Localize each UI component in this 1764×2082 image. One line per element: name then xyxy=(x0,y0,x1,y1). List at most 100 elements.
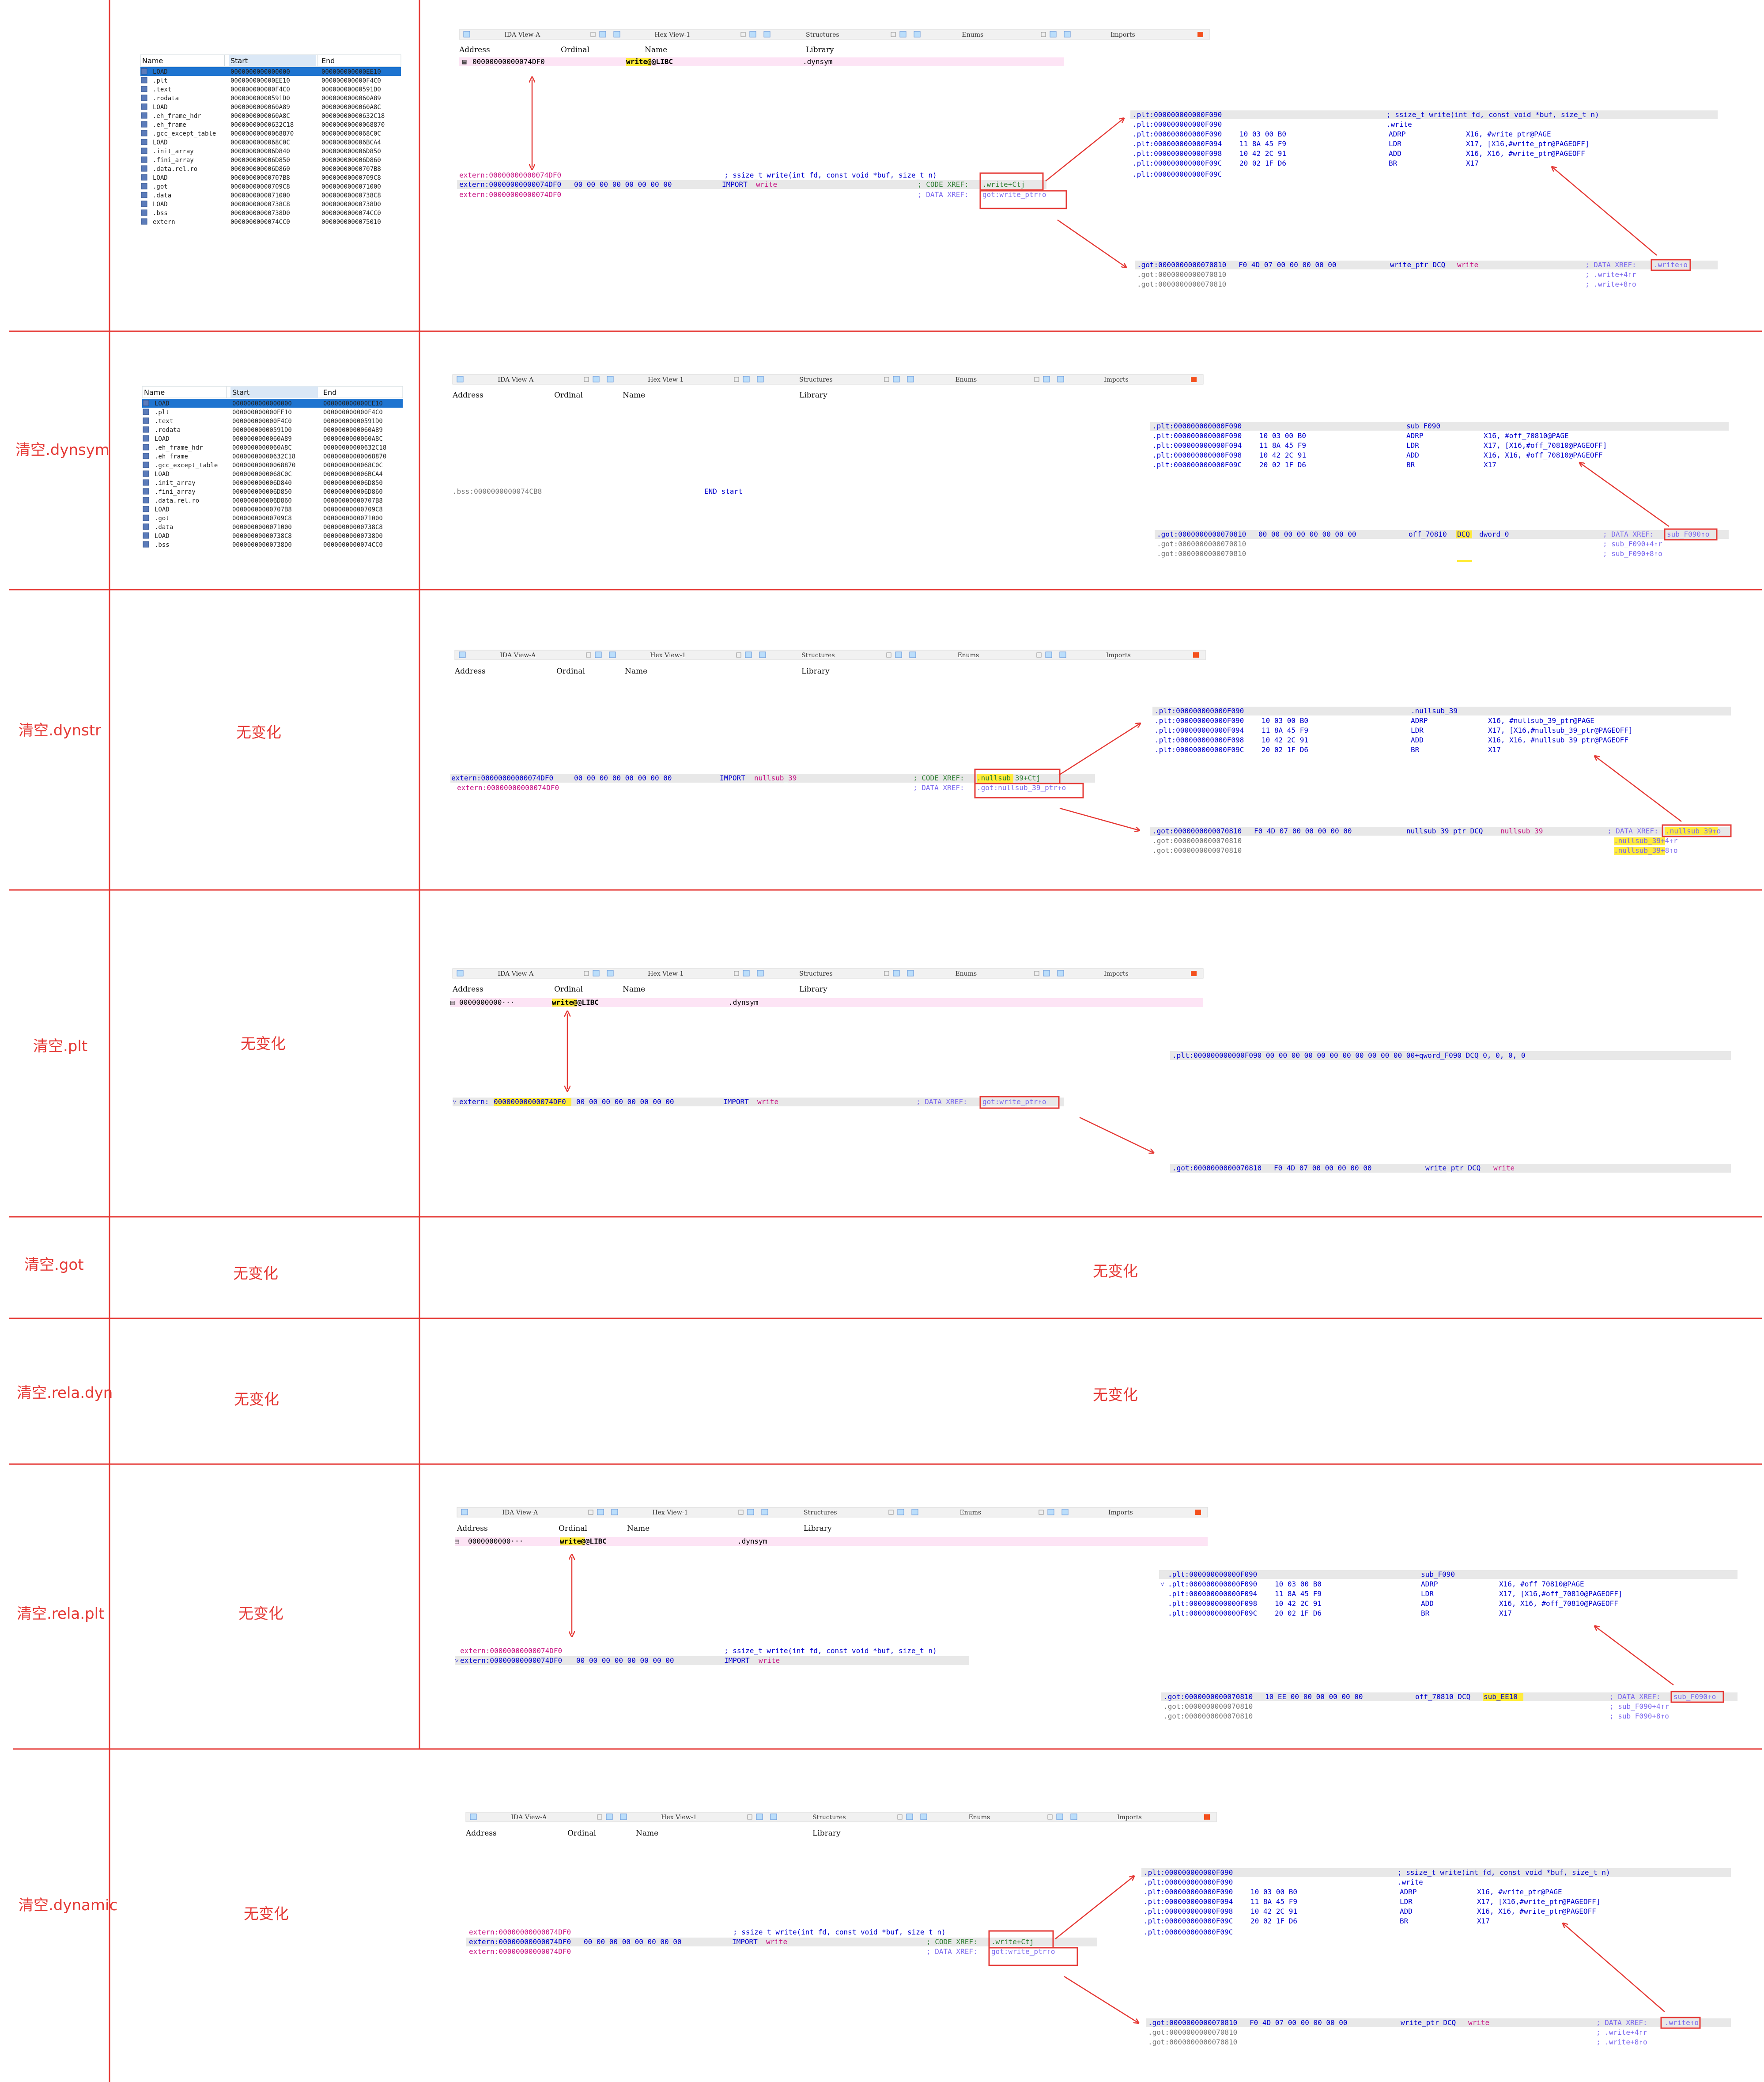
tab-close-icon[interactable] xyxy=(886,652,891,658)
tab-ida-view-a[interactable]: IDA View-A xyxy=(498,970,534,977)
tab-hex-view-1[interactable]: Hex View-1 xyxy=(650,652,686,659)
tab-icon xyxy=(599,31,606,38)
tab-imports[interactable]: Imports xyxy=(1108,1509,1133,1516)
segment-icon xyxy=(143,488,149,495)
row0-imports: ▤ 00000000000074DF0 write@@LIBC .dynsym xyxy=(459,57,1064,66)
row0-got-xref-label: ; DATA XREF: xyxy=(1585,261,1636,269)
tab-ida-view-a[interactable]: IDA View-A xyxy=(502,1509,538,1516)
tab-hex-view-1[interactable]: Hex View-1 xyxy=(654,31,690,38)
tab-structures[interactable]: Structures xyxy=(799,376,833,383)
tab-close-icon[interactable] xyxy=(884,377,889,382)
plt-instr-cell: .plt:000000000000F098 xyxy=(1152,451,1242,459)
close-icon[interactable] xyxy=(1191,971,1197,976)
tab-close-icon[interactable] xyxy=(738,1510,744,1515)
tab-icon xyxy=(1043,970,1050,977)
tab-close-icon[interactable] xyxy=(584,971,589,976)
imports-col-name: Name xyxy=(625,667,647,676)
row2-extern-l1: extern:00000000000074DF0 xyxy=(451,774,553,782)
tab-hex-view-1[interactable]: Hex View-1 xyxy=(648,376,684,383)
plt-instr-cell: 10 42 2C 91 xyxy=(1239,149,1286,158)
segment-cell: .got xyxy=(155,515,170,522)
tab-structures[interactable]: Structures xyxy=(812,1814,846,1821)
tab-close-icon[interactable] xyxy=(597,1814,602,1820)
tab-enums[interactable]: Enums xyxy=(955,376,977,383)
tab-close-icon[interactable] xyxy=(1039,1510,1044,1515)
row1-got-xref: sub_F090↑o xyxy=(1667,530,1709,538)
tab-icon xyxy=(607,970,614,977)
tab-close-icon[interactable] xyxy=(740,32,746,37)
tab-imports[interactable]: Imports xyxy=(1117,1814,1142,1821)
plt-instr-cell: X17 xyxy=(1499,1609,1512,1617)
tab-structures[interactable]: Structures xyxy=(799,970,833,977)
tab-close-icon[interactable] xyxy=(897,1814,903,1820)
tab-close-icon[interactable] xyxy=(747,1814,752,1820)
tab-imports[interactable]: Imports xyxy=(1106,652,1131,659)
tab-icon xyxy=(745,651,752,658)
tab-structures[interactable]: Structures xyxy=(801,652,835,659)
row0-got-l3: .got:0000000000070810 xyxy=(1137,280,1226,288)
tab-hex-view-1[interactable]: Hex View-1 xyxy=(661,1814,697,1821)
tab-close-icon[interactable] xyxy=(891,32,896,37)
tab-close-icon[interactable] xyxy=(584,377,589,382)
tab-ida-view-a[interactable]: IDA View-A xyxy=(511,1814,547,1821)
tab-icon xyxy=(1045,651,1052,658)
plt-instr-cell: .plt:000000000000F090 xyxy=(1133,130,1222,138)
tab-close-icon[interactable] xyxy=(1034,971,1039,976)
row5-got-l3-xref: ; sub_F090+8↑o xyxy=(1609,1712,1669,1720)
tab-close-icon[interactable] xyxy=(884,971,889,976)
close-icon[interactable] xyxy=(1191,377,1197,382)
tab-enums[interactable]: Enums xyxy=(968,1814,990,1821)
row2-got-bytes: F0 4D 07 00 00 00 00 00 xyxy=(1254,827,1352,835)
tab-ida-view-a[interactable]: IDA View-A xyxy=(504,31,540,38)
segment-cell: 0000000000060A89 xyxy=(230,104,290,111)
tab-close-icon[interactable] xyxy=(734,971,739,976)
tab-close-icon[interactable] xyxy=(734,377,739,382)
segments-header-name: Name xyxy=(144,388,165,397)
segment-icon xyxy=(141,201,147,207)
tab-close-icon[interactable] xyxy=(1047,1814,1053,1820)
tab-hex-view-1[interactable]: Hex View-1 xyxy=(648,970,684,977)
row3-extern-bytes: 00 00 00 00 00 00 00 00 xyxy=(576,1098,674,1106)
tab-imports[interactable]: Imports xyxy=(1104,376,1129,383)
tab-ida-view-a[interactable]: IDA View-A xyxy=(500,652,536,659)
row0-extern-line2-op: IMPORT xyxy=(722,180,748,189)
row0-got-l1: .got:0000000000070810 xyxy=(1137,261,1226,269)
tab-enums[interactable]: Enums xyxy=(955,970,977,977)
segment-cell: 000000000000F4C0 xyxy=(321,77,381,84)
row3-extern-addr: 00000000000074DF0 xyxy=(494,1098,566,1106)
row2-got-name: nullsub_39_ptr DCQ xyxy=(1406,827,1483,835)
close-icon[interactable] xyxy=(1204,1814,1210,1820)
row-label-dynstr: 清空.dynstr xyxy=(19,722,101,739)
plt-instr-cell: X17, [X16,#write_ptr@PAGEOFF] xyxy=(1477,1897,1600,1906)
close-icon[interactable] xyxy=(1197,32,1203,37)
close-icon[interactable] xyxy=(1195,1510,1201,1515)
tab-close-icon[interactable] xyxy=(588,1510,593,1515)
close-icon[interactable] xyxy=(1193,652,1199,658)
segment-icon xyxy=(141,77,147,83)
tab-close-icon[interactable] xyxy=(586,652,591,658)
row2-got-block: .got:0000000000070810 F0 4D 07 00 00 00 … xyxy=(1150,824,1732,855)
tab-icon xyxy=(595,651,602,658)
tab-enums[interactable]: Enums xyxy=(959,1509,981,1516)
segment-icon xyxy=(141,148,147,154)
tab-structures[interactable]: Structures xyxy=(806,31,839,38)
tab-enums[interactable]: Enums xyxy=(957,652,979,659)
segment-icon xyxy=(141,209,147,216)
tab-hex-view-1[interactable]: Hex View-1 xyxy=(652,1509,688,1516)
tab-close-icon[interactable] xyxy=(1034,377,1039,382)
tab-imports[interactable]: Imports xyxy=(1111,31,1135,38)
tab-close-icon[interactable] xyxy=(736,652,741,658)
tab-close-icon[interactable] xyxy=(888,1510,894,1515)
tab-enums[interactable]: Enums xyxy=(962,31,983,38)
tab-close-icon[interactable] xyxy=(1041,32,1046,37)
tab-close-icon[interactable] xyxy=(1036,652,1042,658)
row6-plt-l2: .plt:000000000000F090 xyxy=(1144,1878,1233,1886)
segment-icon xyxy=(141,165,147,172)
plt-instr-cell: .plt:000000000000F098 xyxy=(1133,149,1222,158)
tab-structures[interactable]: Structures xyxy=(804,1509,837,1516)
tab-ida-view-a[interactable]: IDA View-A xyxy=(498,376,534,383)
tab-close-icon[interactable] xyxy=(590,32,596,37)
tab-icon xyxy=(1043,376,1050,382)
tab-imports[interactable]: Imports xyxy=(1104,970,1129,977)
segment-cell: 00000000000591D0 xyxy=(232,427,292,434)
